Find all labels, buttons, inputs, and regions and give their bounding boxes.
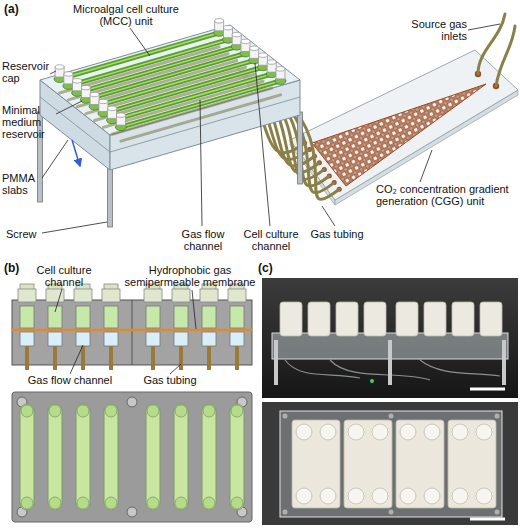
top-view: [12, 392, 252, 522]
callout-label: Gas flow channel: [174, 228, 232, 252]
callout-label: Microalgal cell culture (MCC) unit: [62, 3, 190, 27]
callout-label: Minimal medium reservoir: [2, 104, 64, 140]
leader-line: [55, 289, 196, 374]
photo-side: [262, 278, 518, 398]
panel-label: (a): [4, 3, 34, 15]
callout-label: CO₂ concentration gradient generation (C…: [376, 183, 518, 207]
reservoir-cap: [54, 19, 286, 131]
cgg-unit: [290, 14, 518, 205]
callout-label: Gas tubing: [130, 374, 210, 386]
photo-top: [262, 402, 518, 525]
callout-label: Hydrophobic gas semipermeable membrane: [124, 264, 256, 288]
callout-label: Gas flow channel: [20, 374, 120, 386]
panel-label: (c): [258, 262, 288, 274]
callout-label: Cell culture channel: [28, 264, 100, 288]
callout-label: Screw: [6, 228, 46, 240]
mcc-unit: [40, 19, 300, 170]
panel-label: (b): [4, 262, 34, 274]
callout-label: PMMA slabs: [2, 172, 47, 196]
cross-section: [12, 284, 252, 370]
callout-label: Cell culture channel: [238, 228, 304, 252]
callout-label: Source gas inlets: [405, 18, 467, 42]
callout-label: Gas tubing: [306, 228, 368, 240]
callout-label: Reservoir cap: [2, 60, 57, 84]
